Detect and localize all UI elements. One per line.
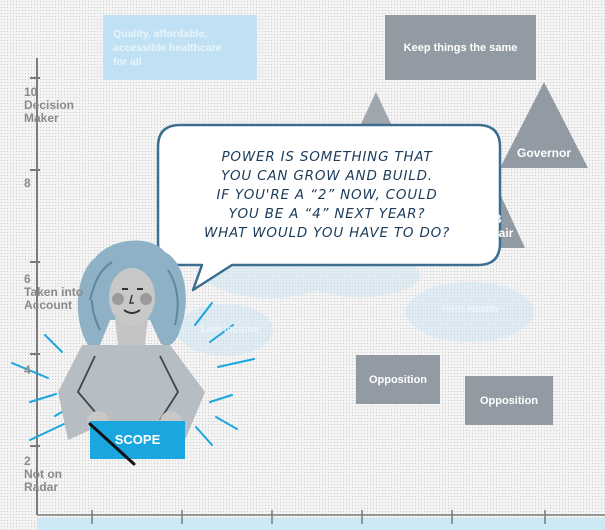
triangle-governor [500, 82, 588, 168]
speech-bubble-shape [156, 123, 502, 292]
opposition-label-1: Opposition [368, 373, 428, 386]
wib-label: WIB co-chair [466, 212, 514, 240]
y-tick-4-label: 4 [24, 363, 31, 377]
goal-keep-same-box [385, 15, 536, 80]
y-tick-8-label: 8 [24, 176, 31, 190]
governor-label: Governor [516, 146, 571, 160]
cloud-left-label: Low income [201, 324, 259, 335]
goal-healthcare-text: Quality, affordable, accessible healthca… [113, 27, 222, 68]
y-axis [30, 58, 40, 515]
character-illustration [11, 240, 255, 466]
opposition-box-1 [356, 355, 440, 404]
opposition-box-2 [465, 376, 553, 425]
opposition-label-2: Opposition [479, 394, 539, 407]
y-tick-10-label: 10 Decision Maker [24, 85, 75, 125]
speech-bubble-text: Power is something that you can grow and… [203, 149, 451, 241]
scope-sign-label: SCOPE [114, 432, 161, 447]
cloud-poor-health-label: Poor Health [441, 304, 499, 315]
goal-healthcare-box [103, 15, 257, 80]
x-axis [37, 510, 605, 530]
y-tick-6-label: 6 Taken into Account [24, 272, 84, 312]
goal-keep-same-text: Keep things the same [403, 41, 518, 54]
y-tick-2-label: 2 Not on Radar [24, 454, 62, 494]
